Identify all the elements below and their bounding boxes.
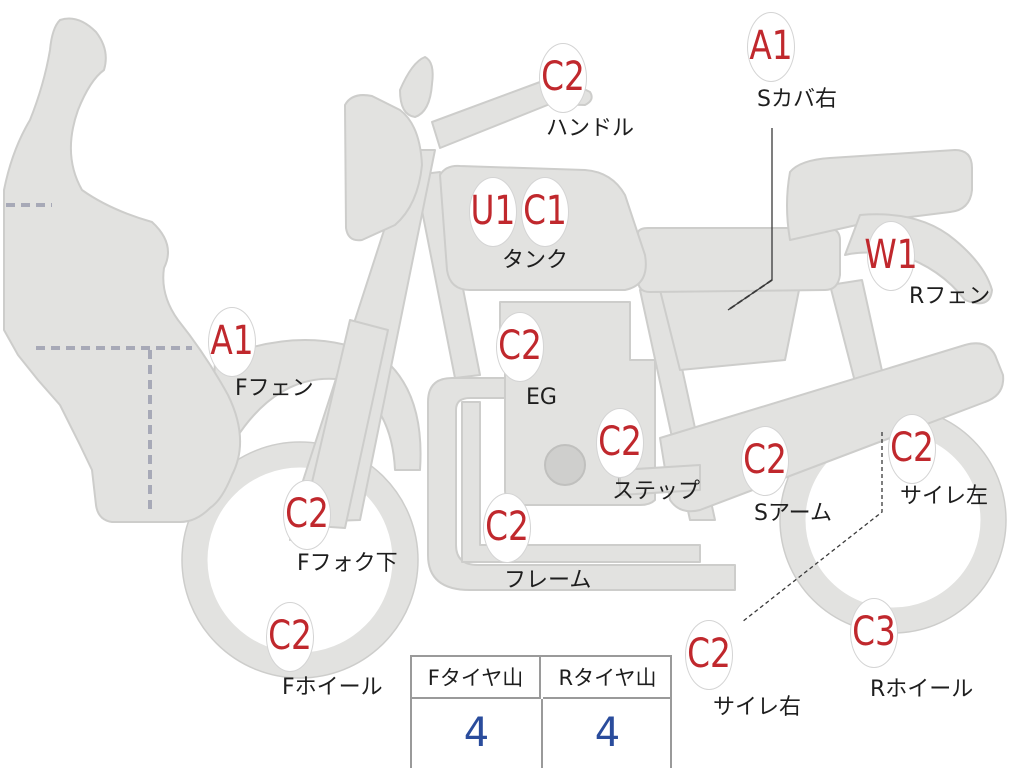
part-label: Fフォク下: [297, 551, 398, 576]
condition-badge: [496, 312, 544, 382]
headlight-shape: [344, 94, 423, 242]
front-wheel-edge: [181, 441, 419, 679]
part-label: ハンドル: [546, 116, 635, 141]
seat-shape: [786, 149, 973, 241]
part-label: サイレ左: [900, 484, 989, 509]
part-label: Fフェン: [235, 376, 314, 401]
part-label: Rホイール: [870, 677, 974, 702]
condition-code: A1: [749, 23, 793, 69]
rear-tread-value: 4: [594, 710, 621, 756]
step-bar: [619, 464, 701, 496]
condition-badge: [208, 307, 256, 377]
condition-badge: [483, 493, 531, 563]
part-label: Rフェン: [909, 284, 991, 309]
muffler-right-leader: [741, 432, 883, 623]
condition-code: C2: [598, 419, 642, 465]
part-label: Sアーム: [754, 501, 832, 526]
seat-base: [637, 227, 841, 293]
condition-code: C2: [285, 491, 329, 537]
part-label: EG: [526, 385, 557, 410]
part-label: ステップ: [612, 479, 701, 504]
part-label: Sカバ右: [757, 87, 837, 112]
condition-badge: [266, 602, 314, 672]
side-cover-shape: [659, 284, 801, 371]
part-label: Fホイール: [282, 675, 383, 700]
condition-code: C2: [890, 425, 934, 471]
front-tread-header: Fタイヤ山: [412, 657, 541, 699]
frame-shape: [427, 377, 736, 591]
condition-code: C3: [852, 609, 896, 655]
part-label: フレーム: [504, 568, 592, 593]
condition-code: C1: [523, 188, 567, 234]
fork-lower-shape: [301, 319, 389, 529]
condition-badge: [596, 408, 644, 478]
condition-badge: [888, 414, 936, 484]
tire-tread-table: Fタイヤ山 Rタイヤ山 4 4: [410, 655, 672, 768]
condition-code: C2: [541, 54, 585, 100]
engine-cover: [544, 444, 586, 486]
condition-badge: [283, 480, 331, 550]
condition-code: C2: [268, 613, 312, 659]
condition-badge: [850, 598, 898, 668]
condition-code: C2: [485, 504, 529, 550]
condition-badge: [521, 177, 569, 247]
condition-badge: [741, 426, 789, 496]
condition-code: U1: [470, 188, 516, 234]
condition-code: C2: [498, 323, 542, 369]
front-tread-value: 4: [412, 699, 543, 768]
condition-badge: [539, 43, 587, 113]
part-label: サイレ右: [713, 695, 802, 720]
condition-badge: [469, 177, 517, 247]
condition-badge: [747, 12, 795, 82]
part-label: タンク: [502, 248, 569, 273]
rear-tread-header: Rタイヤ山: [543, 657, 672, 699]
mirror-shape: [399, 56, 434, 118]
condition-badge: [867, 221, 915, 291]
condition-code: W1: [864, 232, 918, 278]
condition-code: C2: [743, 437, 787, 483]
condition-code: A1: [210, 318, 254, 364]
condition-badge: [685, 620, 733, 690]
condition-code: C2: [687, 631, 731, 677]
fairing-shape: [3, 17, 242, 523]
